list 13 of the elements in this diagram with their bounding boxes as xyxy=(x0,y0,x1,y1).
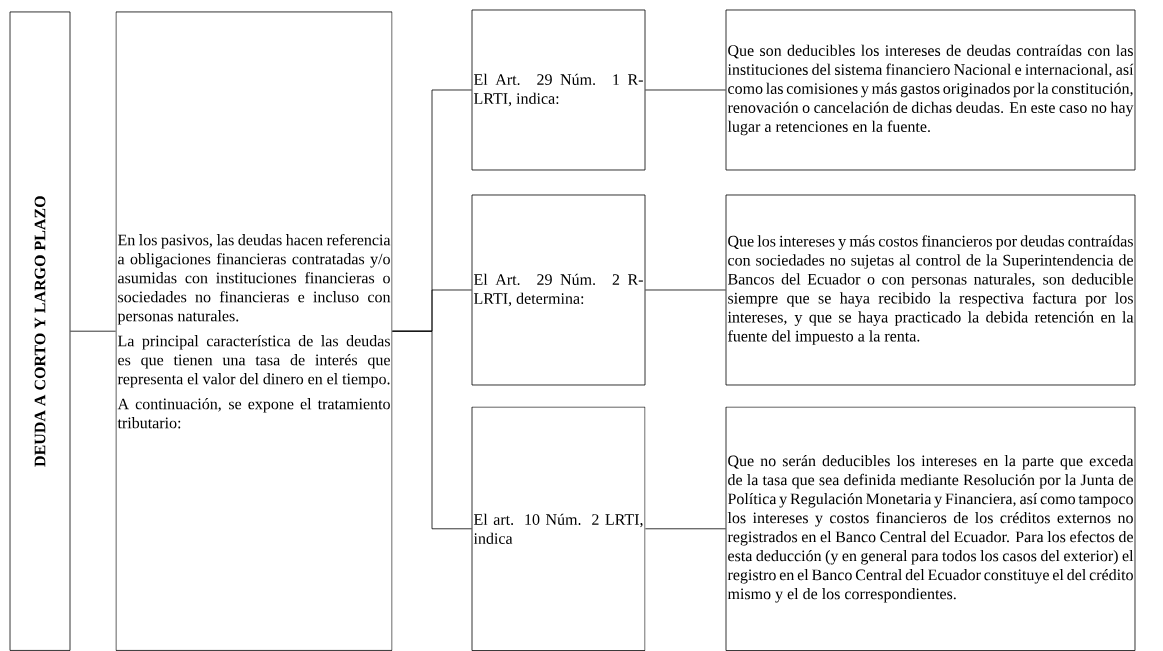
connector-line xyxy=(645,289,726,291)
description-box: Que los intereses y más costos financieros por deudas contraídas con sociedades no sujetas al control de la Superintendencia de Bancos del Ecuador o con personas naturales, son deducible siempre que se haya recibido la respectiva factura por los intereses, y que se haya practicado la debida retención en la fuente del impuesto a la renta. xyxy=(725,194,1136,386)
description-box: Que no serán deducibles los intereses en la parte que exceda de la tasa que sea definida mediante Resolución por la Junta de Política y Regulación Monetaria y Financiera, así como tampoco los intereses y costos financieros de los créditos externos no registrados en el Banco Central del Ecuador. Para los efectos de esta deducción (y en general para todos los casos del exterior) el registro en el Banco Central del Ecuador constituye el del crédito mismo y el de los correspondientes. xyxy=(725,406,1136,651)
connector-line xyxy=(392,330,472,530)
text-box: En los pasivos, las deudas hacen referencia a obligaciones financieras contratadas y/o asumidas con instituciones financieras o sociedades no financieras e incluso con personas naturales. La principal característica de las deudas es que tienen una tasa de interés que representa el valor del dinero en el tiempo. A continuación, se expone el tratamiento tributario: xyxy=(115,11,393,651)
connector-line xyxy=(645,89,726,91)
article-box: El Art. 29 Núm. 2 R-LRTI, determina: xyxy=(471,194,646,386)
connector-line xyxy=(70,330,116,332)
title-bar: DEUDA A CORTO Y LARGO PLAZO xyxy=(9,11,71,651)
connector-line xyxy=(645,528,726,530)
article-box: El art. 10 Núm. 2 LRTI, indica xyxy=(471,406,646,651)
description-box: Que son deducibles los intereses de deudas contraídas con las instituciones del sistema financiero Nacional e internacional, así como las comisiones y más gastos originados por la constitución, renovación o cancelación de dichas deudas. En este caso no hay lugar a retenciones en la fuente. xyxy=(725,9,1136,171)
article-box: El Art. 29 Núm. 1 R-LRTI, indica: xyxy=(471,9,646,171)
